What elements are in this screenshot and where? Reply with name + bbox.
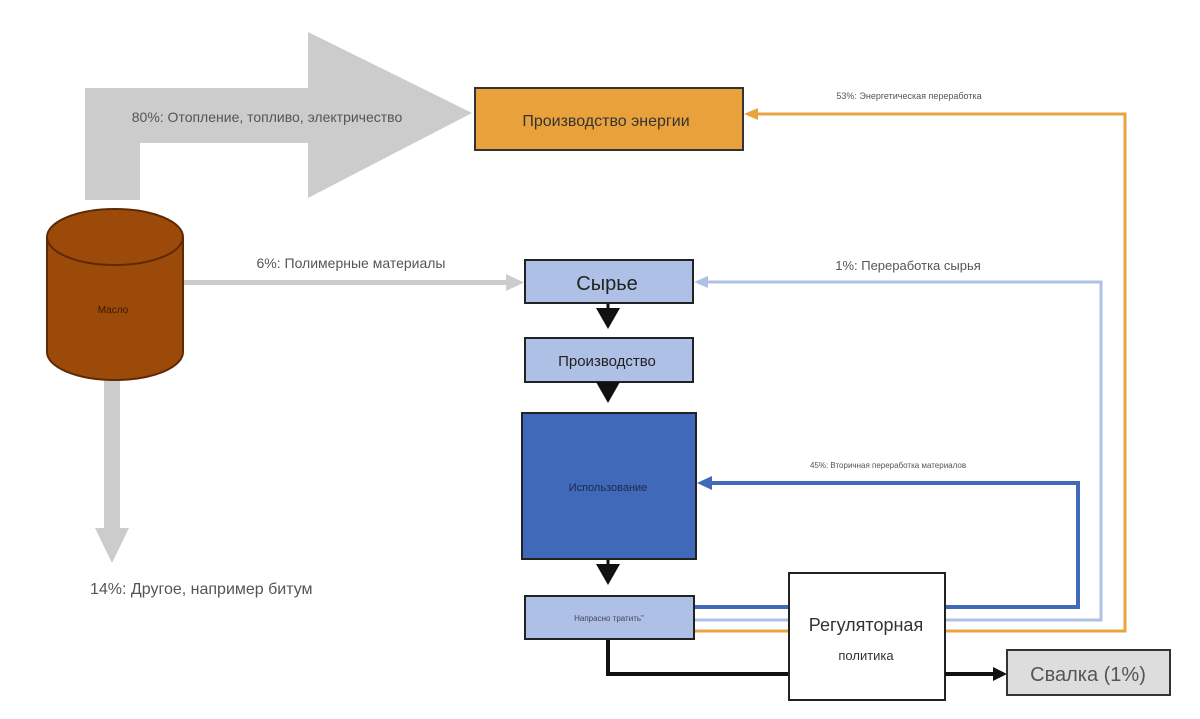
energy-flow-label: 80%: Отопление, топливо, электричество <box>132 109 403 125</box>
raw-materials-label: Сырье <box>576 273 637 295</box>
feedstock-recycling-label: 1%: Переработка сырья <box>835 258 981 273</box>
production-label: Производство <box>558 353 656 370</box>
regulatory-policy-label-line2: политика <box>838 648 894 663</box>
energy-recovery-label: 53%: Энергетическая переработка <box>836 91 981 101</box>
raw-materials-box[interactable] <box>524 259 694 304</box>
production-box[interactable] <box>524 337 694 383</box>
energy-flow-arrow <box>85 32 472 200</box>
waste-label: Напрасно тратить" <box>574 614 644 623</box>
usage-box[interactable] <box>521 412 697 560</box>
oil-label: Масло <box>98 305 129 316</box>
oil-tank <box>46 208 184 381</box>
feedstock-recycling-line <box>705 280 1103 622</box>
energy-recovery-line <box>754 112 1127 633</box>
material-recycling-arrowhead <box>697 476 712 490</box>
polymers-flow-arrow <box>183 274 524 291</box>
waste-box[interactable] <box>524 595 695 640</box>
policy-to-landfill-arrowhead <box>993 667 1007 681</box>
material-recycling-line <box>709 481 1080 609</box>
energy-recovery-arrowhead <box>744 108 758 120</box>
landfill-box[interactable] <box>1006 649 1171 696</box>
usage-label: Использование <box>569 482 648 494</box>
regulatory-policy-box[interactable] <box>788 572 946 701</box>
feedstock-recycling-arrowhead <box>694 276 708 288</box>
other-flow-label: 14%: Другое, например битум <box>90 581 313 598</box>
waste-to-landfill-line <box>606 640 789 676</box>
regulatory-policy-label-line1: Регуляторная <box>809 615 923 635</box>
material-recycling-label: 45%: Вторичная переработка материалов <box>810 461 966 470</box>
polymers-flow-label: 6%: Полимерные материалы <box>257 255 446 271</box>
other-flow-arrow <box>95 365 129 563</box>
landfill-label: Свалка (1%) <box>1030 664 1146 686</box>
energy-production-box[interactable] <box>474 87 744 151</box>
energy-production-label: Производство энергии <box>522 113 689 130</box>
